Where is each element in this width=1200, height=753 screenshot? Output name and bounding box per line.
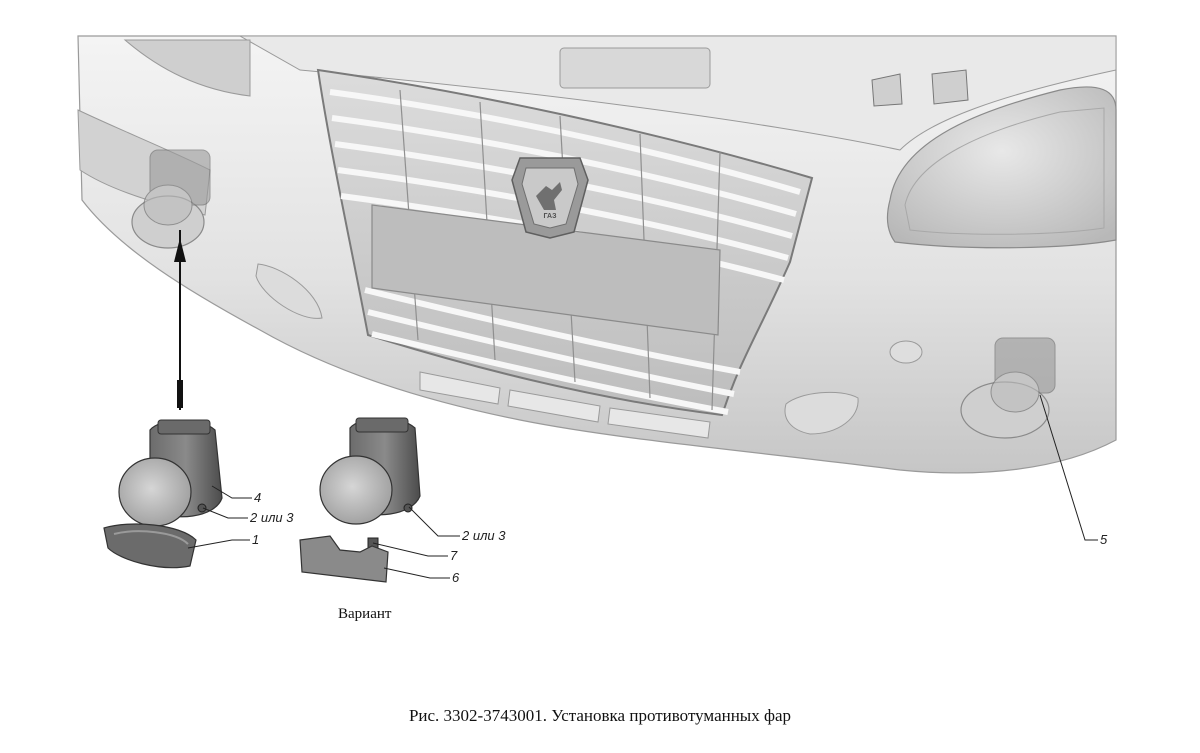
gaz-emblem: ГАЗ [511, 157, 589, 239]
car-front: ГАЗ [77, 35, 1117, 474]
screw-left [197, 503, 207, 513]
hood-vent-left [123, 39, 251, 97]
fog-lamp-lens-variant [319, 455, 393, 525]
fog-lamp-mounted-right [990, 337, 1056, 413]
callout-7: 7 [450, 548, 458, 563]
fog-lamp-bracket-variant [355, 417, 409, 433]
detail-arrow [174, 230, 186, 410]
mounting-plate-variant [299, 535, 389, 583]
license-plate-recess [371, 204, 721, 336]
callout-1: 1 [252, 532, 259, 547]
fog-lamp-assembly-left [103, 419, 223, 569]
headlamp-right-inner [904, 107, 1105, 235]
callout-2-or-3-variant: 2 или 3 [461, 528, 506, 543]
callout-4: 4 [254, 490, 261, 505]
figure-caption: Рис. 3302-3743001. Установка противотума… [408, 706, 792, 725]
callout-6: 6 [452, 570, 460, 585]
reflector-left [255, 263, 323, 319]
leader-lines [187, 394, 1098, 579]
callout-2-or-3-left: 2 или 3 [249, 510, 294, 525]
tow-hook-cap [889, 340, 923, 364]
fog-lamp-assembly-variant [299, 417, 421, 583]
grille-slats-lower [364, 287, 741, 415]
callout-5: 5 [1100, 532, 1108, 547]
headlamp-right [886, 86, 1117, 249]
variant-label: Вариант [338, 606, 392, 622]
emblem-text: ГАЗ [544, 213, 558, 220]
fog-lamp-bracket-left [157, 419, 211, 435]
hood-hinge-1 [871, 73, 903, 107]
fog-lamp-mounted-left [143, 149, 211, 226]
hood-panel [559, 47, 711, 89]
hood [238, 35, 1117, 151]
screw-variant [403, 503, 413, 513]
trim-plate-left [103, 523, 197, 569]
fog-lamp-lens-left [118, 457, 192, 527]
deer-icon [536, 182, 562, 210]
bumper-lower-slots [419, 371, 711, 439]
hood-hinge-2 [931, 69, 969, 105]
reflector-right [784, 391, 859, 435]
